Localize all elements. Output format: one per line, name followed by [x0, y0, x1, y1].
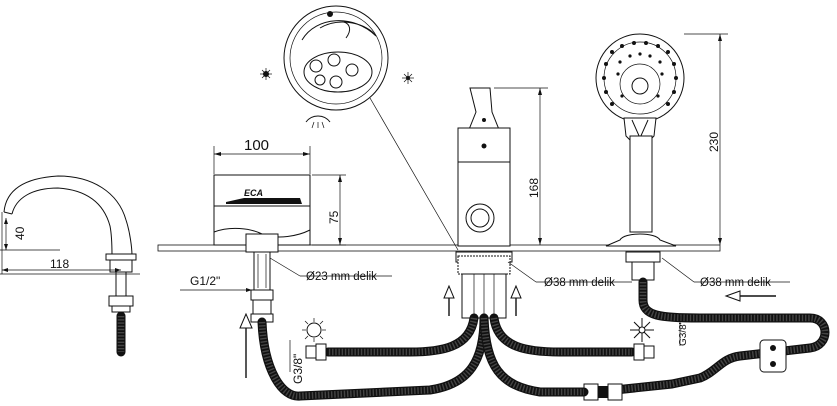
sun-icon — [302, 318, 326, 342]
mixer-body — [455, 87, 513, 319]
dim-body-height: 75 — [327, 210, 341, 224]
flow-arrow-left-icon — [724, 290, 776, 302]
hole-shower-label: Ø38 mm delik — [700, 277, 771, 289]
hole-small-label: Ø23 mm delik — [306, 271, 377, 283]
thread-hose-right: G3/8" — [678, 320, 689, 346]
dim-spout-reach: 118 — [50, 257, 69, 271]
countertop — [157, 244, 721, 252]
hose-network — [257, 277, 830, 401]
hand-shower — [595, 33, 685, 281]
snowflake-icon — [630, 318, 654, 342]
dim-shower-length: 230 — [707, 132, 721, 152]
brand-logo: ECA — [244, 188, 263, 198]
diverter-body: ECA — [213, 174, 311, 323]
hole-mixer-label: Ø38 mm delik — [544, 277, 615, 289]
thread-hot-cold: G1/2" — [190, 274, 220, 288]
flow-arrow-up-icon — [510, 284, 522, 316]
snowflake-icon — [402, 72, 414, 84]
rain-icon — [305, 115, 331, 129]
thread-hose-left: G3/8" — [291, 354, 305, 384]
sun-icon — [260, 68, 272, 80]
flow-arrow-up-icon — [239, 312, 253, 378]
dim-mixer-height: 168 — [527, 178, 541, 198]
handle-detail-zoom — [283, 5, 459, 251]
spout-side-view — [0, 175, 140, 357]
flow-arrow-up-icon — [443, 284, 455, 316]
dim-body-width: 100 — [244, 137, 269, 154]
dim-spout-height: 40 — [13, 226, 27, 240]
